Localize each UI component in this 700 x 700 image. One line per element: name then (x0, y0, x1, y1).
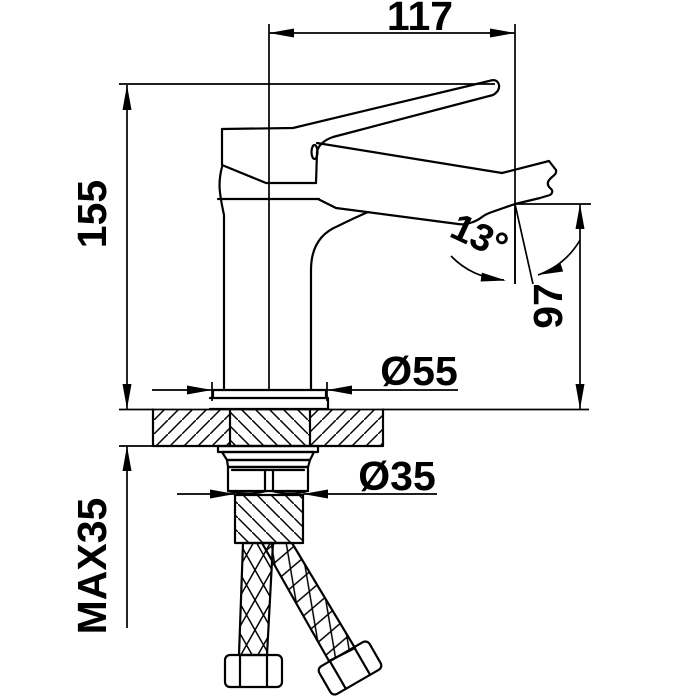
dimension-overall-height: 155 (69, 83, 495, 409)
dimension-outlet-height: 97 (515, 203, 591, 409)
dimension-spout-reach: 117 (268, 0, 516, 390)
mounting-hardware (216, 444, 320, 545)
washer-2 (220, 450, 316, 462)
dim-max35-label: MAX35 (69, 498, 115, 635)
countertop-section (119, 408, 589, 448)
dimension-base-diameter: Ø55 (152, 348, 458, 401)
lever-end-detail (310, 143, 319, 161)
dimension-mounting-hole: Ø35 (177, 453, 437, 499)
spout-tip (513, 159, 558, 206)
dimension-spout-angle: 13° (444, 203, 581, 285)
lock-nut-facets (226, 468, 310, 495)
dim-155-label: 155 (69, 180, 115, 248)
faucet-lever (220, 79, 501, 185)
body-right-edge (309, 210, 370, 392)
dim-97-label: 97 (525, 283, 571, 329)
supply-hoses (223, 541, 383, 696)
hose-right-nut (317, 640, 383, 696)
dimension-max-deck-thickness: MAX35 (69, 445, 154, 635)
spout-top-edge (315, 141, 551, 175)
base-flange (208, 388, 330, 411)
spout-bottom-edge (316, 197, 517, 226)
dim-d35-label: Ø35 (358, 453, 436, 499)
body-left-edge (218, 165, 226, 392)
cartridge-cover (220, 127, 318, 185)
faucet-body (208, 79, 558, 411)
lock-nut (226, 465, 310, 493)
dim-d55-label: Ø55 (380, 348, 458, 394)
hose-left-nut (223, 653, 284, 689)
dim-117-label: 117 (387, 0, 453, 39)
